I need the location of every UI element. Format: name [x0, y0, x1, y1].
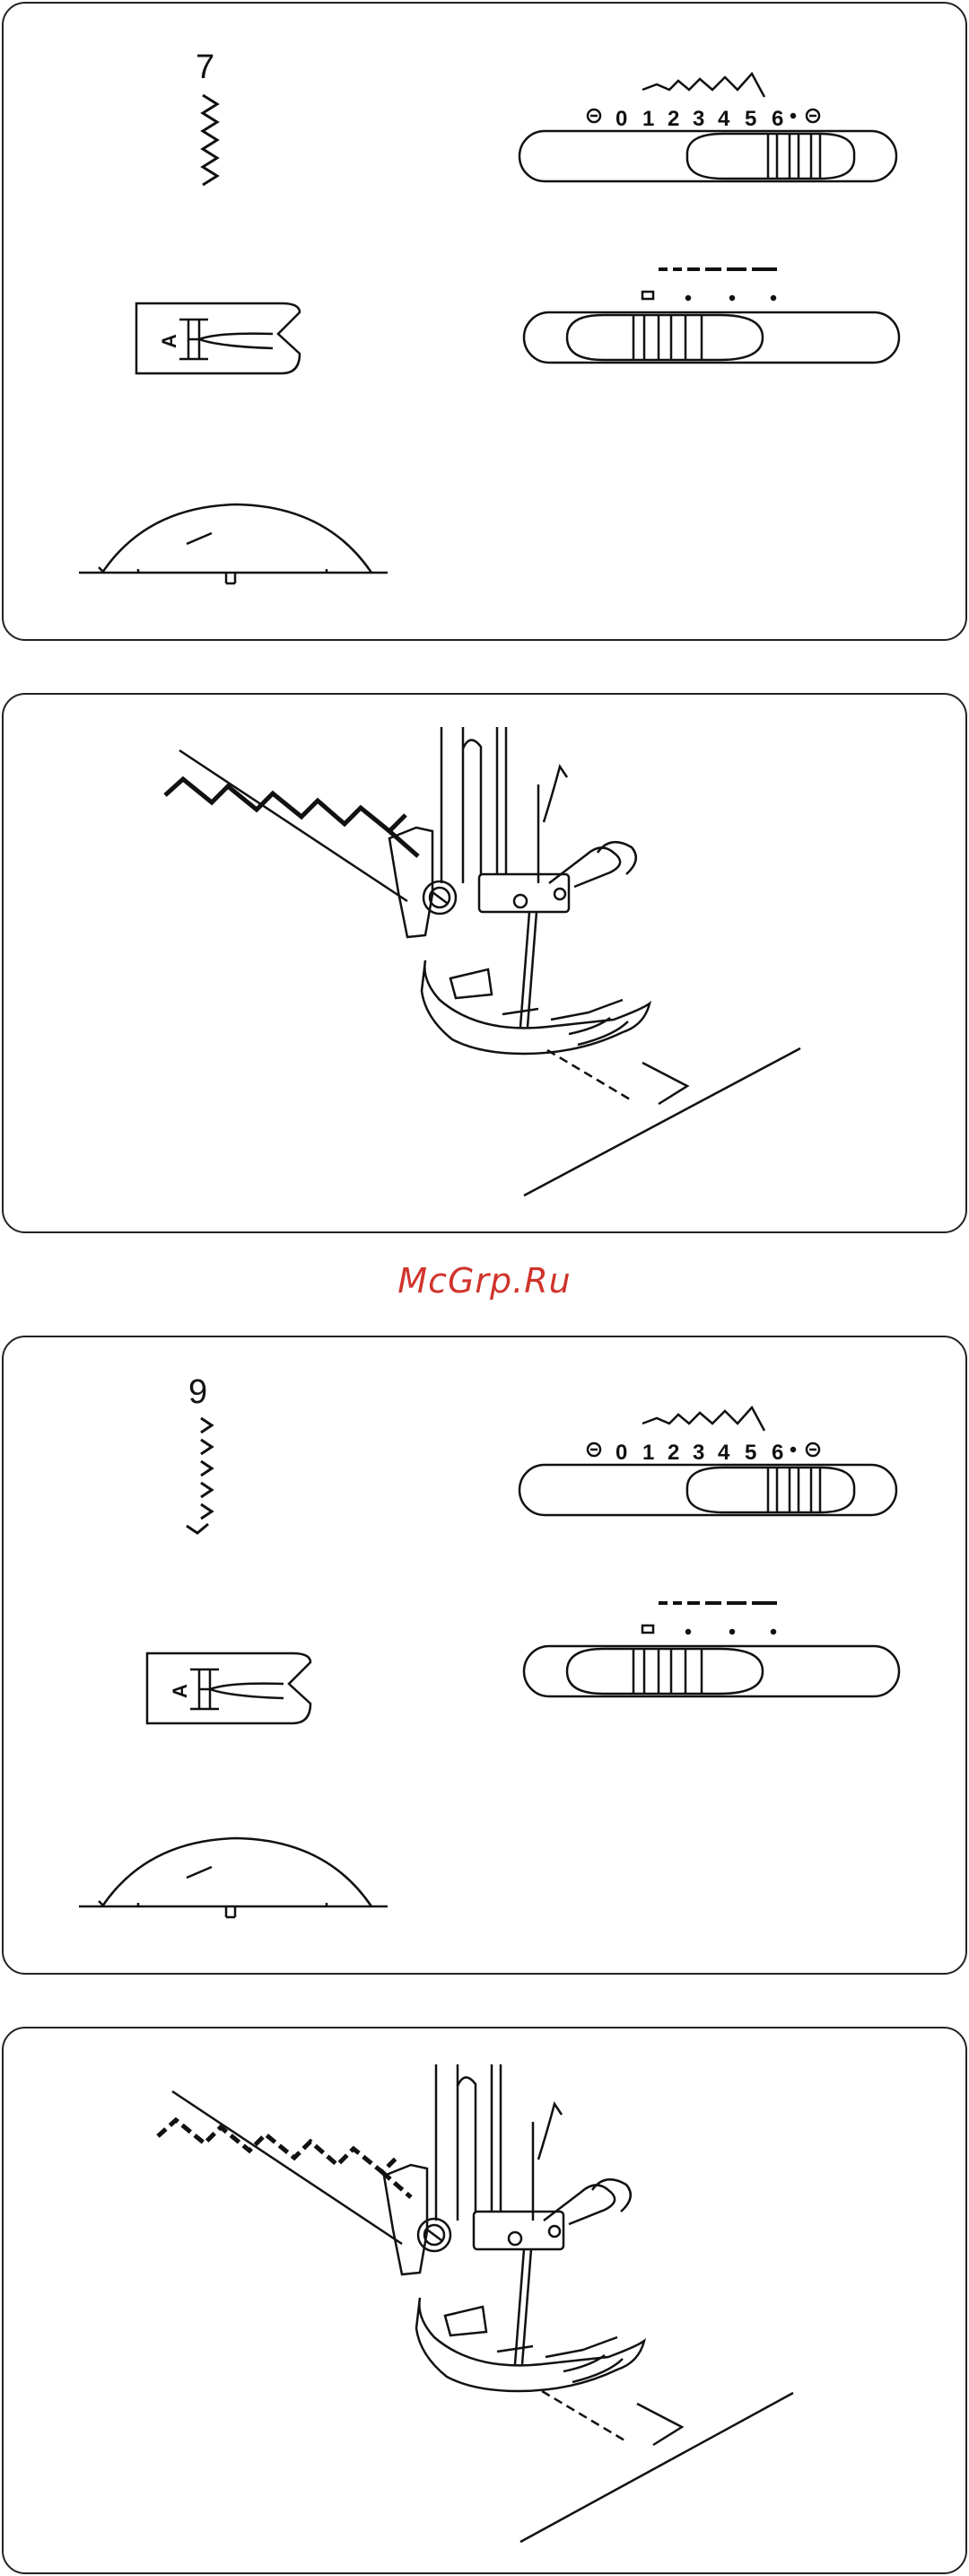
presser-foot-assembly	[389, 727, 650, 1054]
width-tick-label: 1	[642, 107, 654, 131]
sewing-illustration-panel-2	[2, 2027, 967, 2574]
stitch-length-dial	[524, 269, 899, 363]
thread-tension-dial	[79, 1838, 388, 1917]
width-tick-label: 0	[615, 107, 627, 131]
width-tick-label: 2	[668, 107, 679, 131]
stitch-guide-line	[542, 2391, 682, 2445]
stitch-width-dial	[519, 1407, 896, 1515]
sewing-illustration-panel-1	[2, 693, 967, 1233]
sewing-diagram	[4, 2028, 967, 2574]
foot-letter: A	[158, 334, 180, 348]
width-tick-label: 6	[772, 107, 783, 131]
presser-foot-assembly	[384, 2064, 644, 2391]
width-tick-label: 2	[668, 1441, 679, 1465]
foot-letter: A	[169, 1684, 191, 1698]
dashed-zigzag-seam	[158, 2120, 411, 2197]
width-tick-label: 1	[642, 1441, 654, 1465]
fabric-edge	[172, 2091, 793, 2542]
stitch-width-dial	[519, 74, 896, 181]
thread-tension-dial	[79, 504, 388, 583]
zigzag-stitch-icon	[187, 1418, 212, 1533]
sewing-diagram	[4, 695, 967, 1233]
fabric-edge	[179, 750, 800, 1196]
width-tick-label: 0	[615, 1441, 627, 1465]
width-tick-label: 4	[718, 1441, 730, 1465]
width-tick-label: 5	[745, 1441, 756, 1465]
width-scale-labels: 0 1 2 3 4 5 6	[615, 1441, 783, 1465]
width-tick-label: 4	[718, 107, 730, 131]
stitch-guide-line	[547, 1050, 687, 1104]
settings-panel-2: 9 0 1	[2, 1336, 967, 1975]
watermark-text: McGrp.Ru	[0, 1261, 969, 1301]
settings-diagram: 0 1 2 3 4 5 6	[4, 4, 967, 641]
zigzag-stitch-icon	[203, 95, 217, 185]
zigzag-seam	[165, 779, 418, 856]
width-tick-label: 3	[693, 1441, 704, 1465]
stitch-length-dial	[524, 1603, 899, 1696]
width-scale-labels: 0 1 2 3 4 5 6	[615, 107, 783, 131]
width-tick-label: 6	[772, 1441, 783, 1465]
settings-diagram: 0 1 2 3 4 5 6	[4, 1337, 967, 1975]
width-tick-label: 5	[745, 107, 756, 131]
settings-panel-1: 7 0 1 2 3 4 5	[2, 2, 967, 641]
width-tick-label: 3	[693, 107, 704, 131]
